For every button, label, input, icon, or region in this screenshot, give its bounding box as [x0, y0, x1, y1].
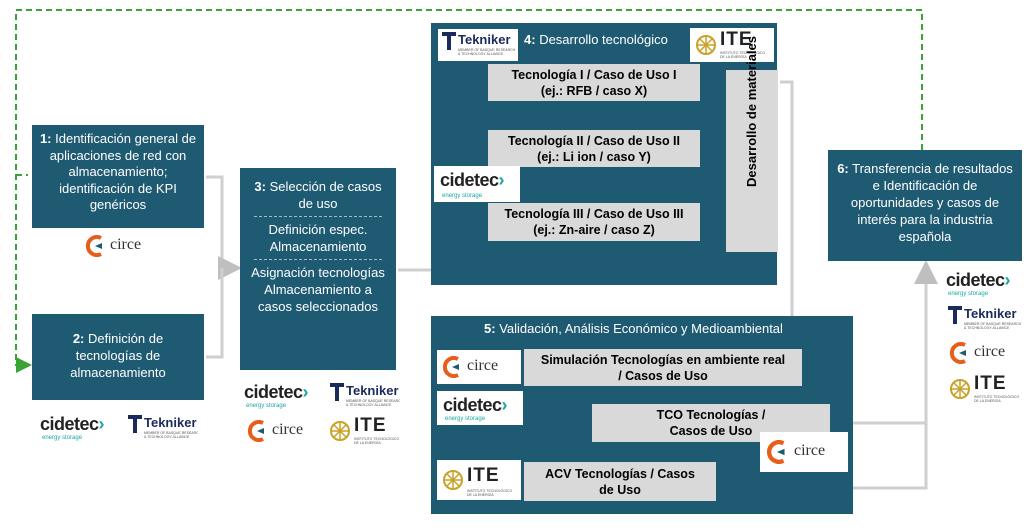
tekniker-logo: Tekniker MEMBER OF BASQUE RESEARCH & TEC… [326, 380, 400, 412]
box-5-title: Validación, Análisis Económico y Medioam… [499, 321, 783, 336]
ite-logo: ITE INSTITUTO TECNOLÓGICO DE LA ENERGÍA [324, 414, 400, 448]
ite-logo: ITE INSTITUTO TECNOLÓGICO DE LA ENERGÍA [437, 460, 521, 500]
cidetec-logo: cidetec› energy storage [238, 380, 324, 412]
box-4-number: 4: [524, 32, 536, 47]
tekniker-logo: Tekniker MEMBER OF BASQUE RESEARCH & TEC… [438, 29, 518, 61]
box-2-definition: 2: Definición de tecnologías de almacena… [32, 314, 204, 400]
box-6-transfer: 6: Transferencia de resultados e Identif… [828, 150, 1022, 261]
cidetec-logo: cidetec› energy storage [437, 391, 523, 425]
ite-logo: ITE INSTITUTO TECNOLÓGICO DE LA ENERGÍA [944, 372, 1022, 406]
box-3-sub1: Definición espec. Almacenamiento [268, 222, 368, 254]
tech-3-box: Tecnología III / Caso de Uso III (ej.: Z… [488, 203, 700, 241]
tekniker-logo: Tekniker MEMBER OF BASQUE RESEARCH & TEC… [944, 303, 1022, 335]
tekniker-logo: Tekniker MEMBER OF BASQUE RESEARCH & TEC… [124, 412, 198, 444]
ite-logo: ITE INSTITUTO TECNOLÓGICO DE LA ENERGÍA [690, 28, 774, 62]
box-3-sub2: Asignación tecnologías Almacenamiento a … [251, 265, 385, 314]
circe-logo: circe [437, 350, 521, 384]
box-3-title: Selección de casos de uso [269, 179, 382, 211]
circe-logo: circe [944, 338, 1022, 368]
box-2-number: 2: [72, 331, 85, 346]
circe-logo: circe [760, 432, 848, 472]
box-1-text: Identificación general de aplicaciones d… [49, 131, 197, 212]
materials-development-box: Desarrollo de materiales [726, 36, 778, 252]
box-6-text: Transferencia de resultados e Identifica… [850, 161, 1013, 244]
tech-2-box: Tecnología II / Caso de Uso II (ej.: Li … [488, 130, 700, 167]
acv-box: ACV Tecnologías / Casos de Uso [524, 462, 716, 501]
box-4-title: Desarrollo tecnológico [539, 32, 668, 47]
box-5-header: 5: Validación, Análisis Económico y Medi… [484, 321, 783, 336]
box-4-header: 4: Desarrollo tecnológico [524, 32, 668, 47]
box-2-text: Definición de tecnologías de almacenamie… [70, 331, 166, 380]
box-5-number: 5: [484, 321, 496, 336]
box-1-number: 1: [39, 131, 52, 146]
circe-logo: circe [242, 416, 317, 446]
box-6-number: 6: [837, 161, 849, 176]
cidetec-logo: cidetec› energy storage [34, 412, 120, 444]
box-1-identification: 1: Identificación general de aplicacione… [32, 125, 204, 228]
cidetec-logo: cidetec› energy storage [940, 268, 1024, 300]
circe-logo: circe [80, 231, 155, 261]
simulation-box: Simulación Tecnologías en ambiente real … [524, 349, 802, 386]
feedback-loop-arrow [15, 9, 923, 373]
box-3-number: 3: [254, 179, 266, 194]
box-3-selection: 3: Selección de casos de uso Definición … [240, 168, 396, 370]
tech-1-box: Tecnología I / Caso de Uso I (ej.: RFB /… [488, 64, 700, 101]
cidetec-logo: cidetec› energy storage [434, 166, 520, 202]
